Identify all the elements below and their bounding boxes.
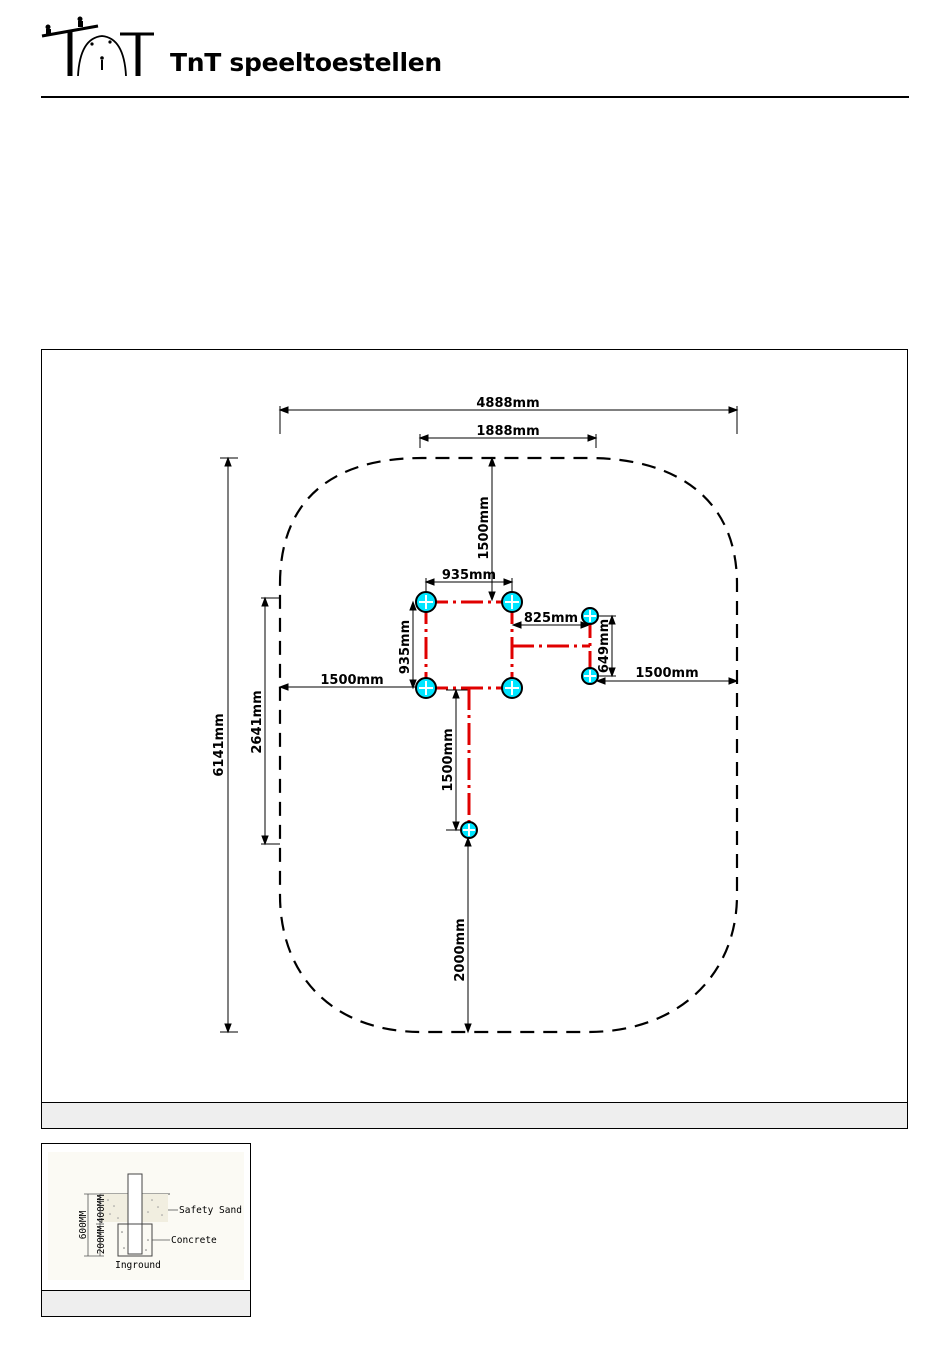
site-plan-drawing: 4888mm 1888mm 6141mm 2641mm [42, 350, 906, 1102]
bottom-clearance-label: 2000mm [453, 918, 468, 981]
top-clearance-label: 1500mm [477, 496, 492, 559]
page-header: TnT speeltoestellen [0, 0, 950, 100]
header-divider [41, 96, 909, 98]
platform-depth-label: 649mm [597, 619, 612, 673]
inground-label: Inground [115, 1260, 161, 1271]
concrete-label: Concrete [171, 1235, 217, 1246]
footing-depth-total-label: 600MM [78, 1210, 89, 1239]
footing-depth-concrete-label: 200MM [96, 1225, 107, 1254]
post-top-left [416, 592, 436, 612]
safety-zone-outline [280, 458, 737, 1032]
overall-height-label: 6141mm [212, 713, 227, 776]
footing-detail-caption-bar [42, 1290, 250, 1316]
brand-name: TnT speeltoestellen [170, 48, 442, 77]
platform-offset-label: 825mm [524, 611, 578, 626]
safety-sand-label: Safety Sand [179, 1205, 242, 1216]
play-structure [426, 602, 590, 830]
footing-detail-frame: 600MM 400MM 200MM Safety Sand Concrete I… [41, 1143, 251, 1317]
site-plan-frame: 4888mm 1888mm 6141mm 2641mm [41, 349, 908, 1129]
tnt-logo-icon [40, 14, 155, 80]
post-markers [416, 592, 598, 838]
site-plan-caption-bar [42, 1102, 907, 1128]
post-platform-bottom [582, 668, 598, 684]
overall-width-label: 4888mm [476, 396, 539, 411]
inner-width-label: 1888mm [476, 424, 539, 439]
post-bottom-right [502, 678, 522, 698]
post-platform-top [582, 608, 598, 624]
side-span-label: 2641mm [250, 690, 265, 753]
slide-length-label: 1500mm [441, 728, 456, 791]
tower-width-label: 935mm [442, 568, 496, 583]
post-bottom-left [416, 678, 436, 698]
tower-depth-label: 935mm [398, 620, 413, 674]
left-clearance-label: 1500mm [320, 673, 383, 688]
post-slide-end [461, 822, 477, 838]
footing-detail-drawing: 600MM 400MM 200MM Safety Sand Concrete I… [42, 1144, 249, 1290]
footing-depth-sand-label: 400MM [96, 1194, 107, 1223]
right-clearance-label: 1500mm [635, 666, 698, 681]
post-top-right [502, 592, 522, 612]
